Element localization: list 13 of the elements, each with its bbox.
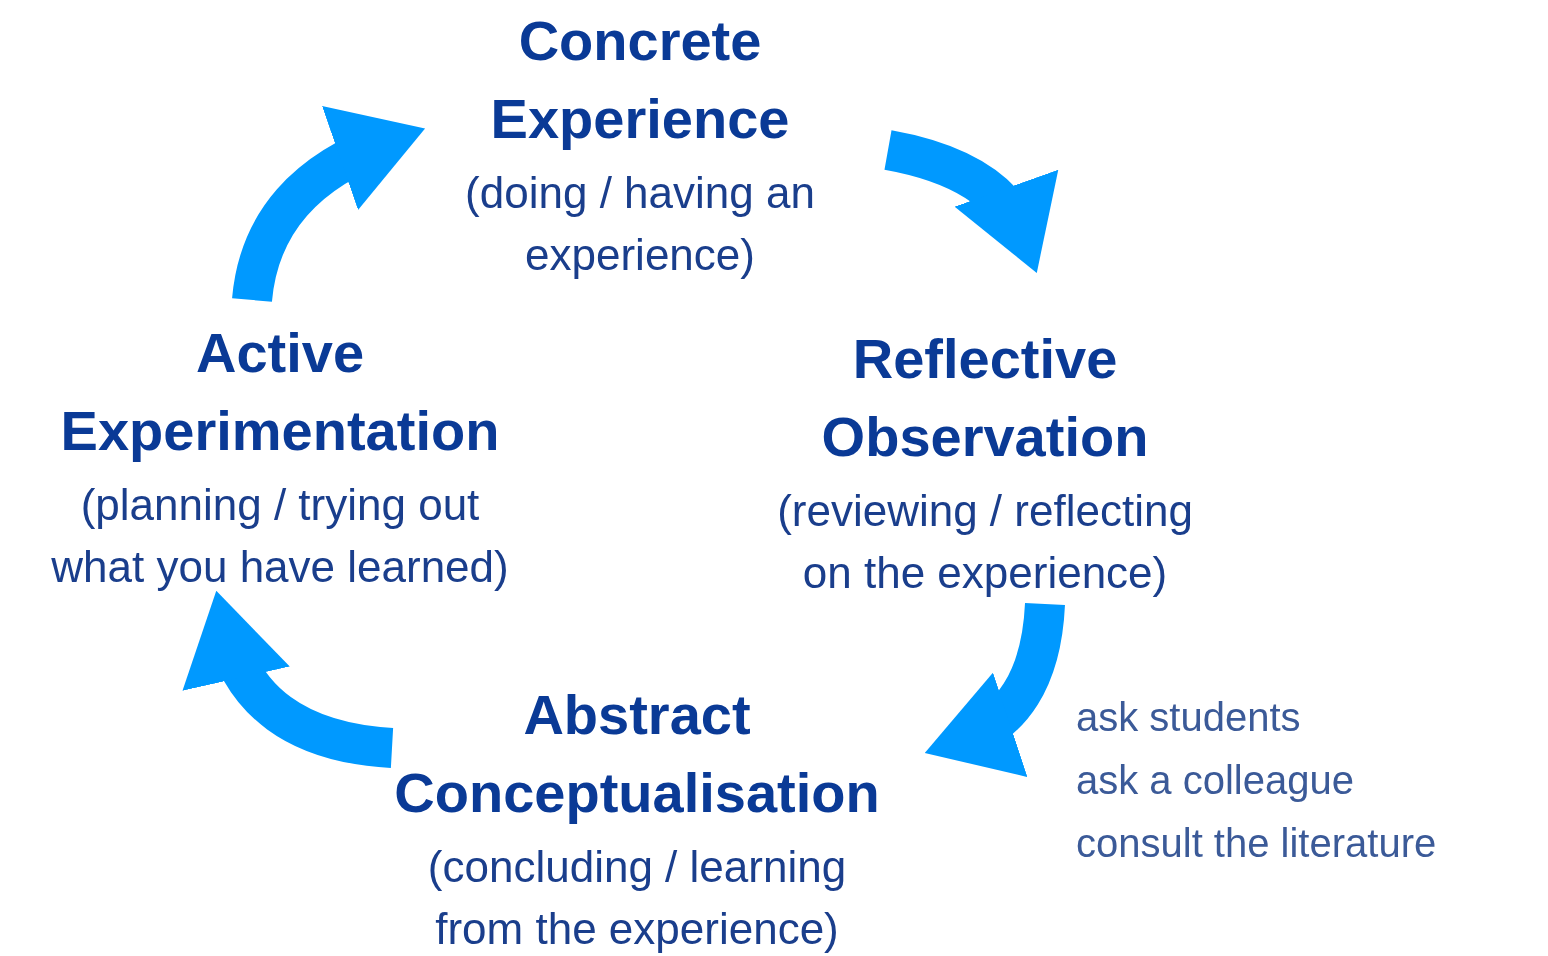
stage-heading: Active Experimentation	[59, 320, 501, 464]
stage-description: (concluding / learning from the experience)	[426, 841, 848, 955]
stage-heading: Abstract Conceptualisation	[393, 682, 881, 826]
stage-heading: Reflective Observation	[820, 326, 1150, 470]
curved-arrow	[925, 602, 1065, 774]
stage-description: (planning / trying out what you have learned)	[50, 479, 510, 593]
note-text: ask a colleague	[1076, 757, 1355, 804]
note-text: consult the literature	[1076, 820, 1437, 867]
curved-arrow	[185, 591, 394, 768]
stage-description: (doing / having an experience)	[464, 167, 816, 281]
note-text: ask students	[1076, 694, 1302, 741]
stage-description: (reviewing / reflecting on the experience)	[776, 485, 1194, 599]
stage-heading: Concrete Experience	[489, 8, 791, 152]
